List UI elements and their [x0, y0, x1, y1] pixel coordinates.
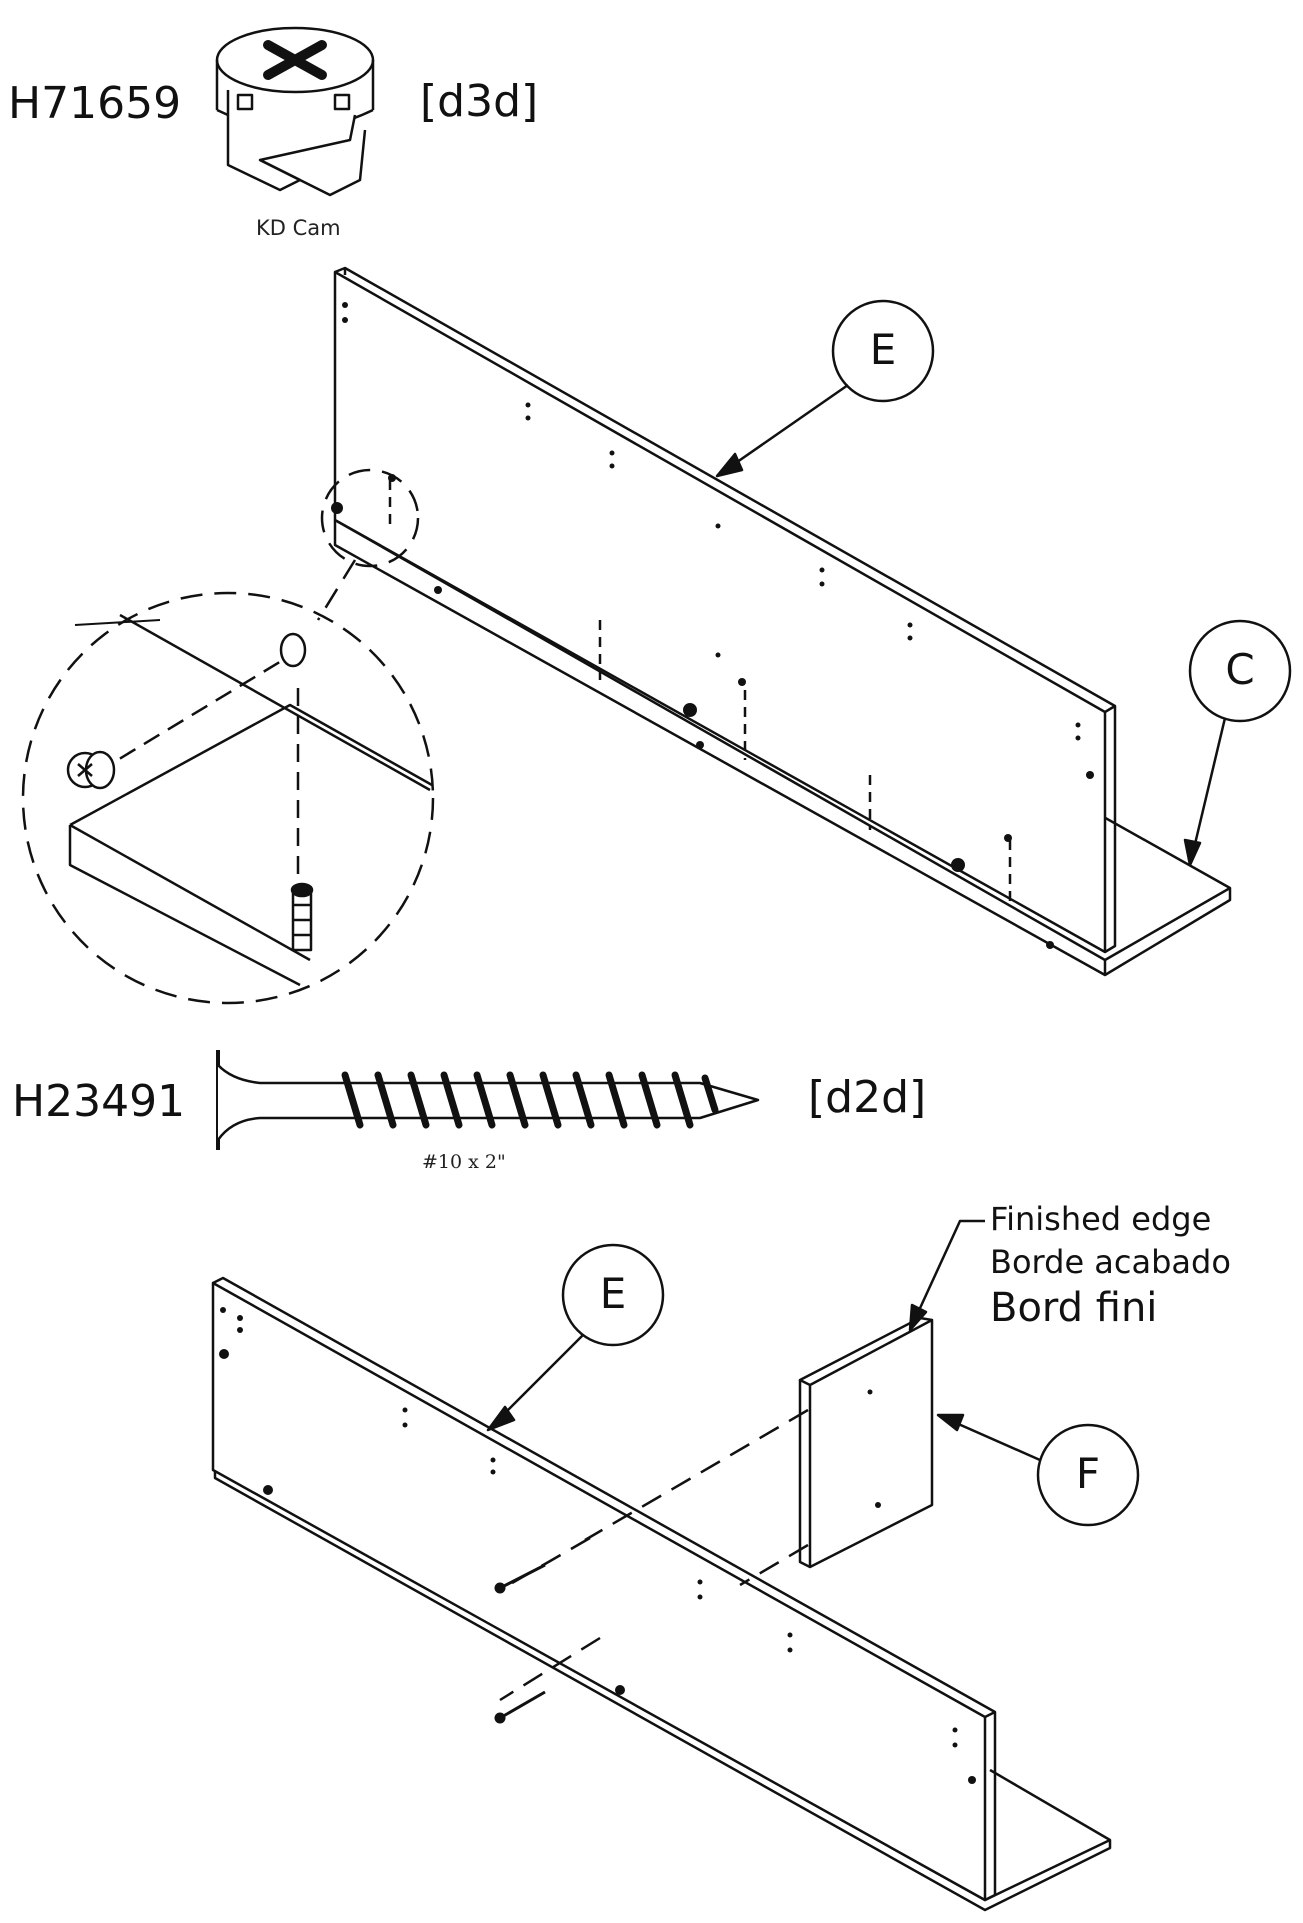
screw-caption: #10 x 2"	[422, 1151, 506, 1173]
top-panel-holes	[342, 302, 1094, 949]
callout-e-bottom: E	[599, 1269, 627, 1318]
finished-edge-en: Finished edge	[990, 1200, 1212, 1238]
screw-part-code: H23491	[12, 1076, 186, 1127]
kd-cam-illustration	[215, 26, 375, 197]
top-panel-e	[333, 266, 1117, 954]
bottom-panel-e	[211, 1276, 997, 1902]
finished-edge-fr: Bord fini	[990, 1285, 1158, 1331]
bottom-side-panel-f	[798, 1316, 934, 1569]
top-callout-leaders	[715, 299, 1292, 867]
cam-quantity-label: [d3d]	[420, 76, 539, 127]
callout-c-top: C	[1225, 645, 1255, 694]
bottom-screws	[494, 1563, 546, 1724]
screw-illustration	[216, 1050, 760, 1150]
callout-f-bottom: F	[1075, 1449, 1101, 1498]
cam-caption: KD Cam	[256, 216, 341, 240]
cam-part-code: H71659	[8, 78, 182, 129]
finished-edge-es: Borde acabado	[990, 1243, 1231, 1281]
screw-quantity-label: [d2d]	[808, 1072, 927, 1123]
detail-callout-circle	[21, 468, 435, 1005]
top-cam-marks	[331, 474, 1012, 872]
callout-e-top: E	[869, 325, 897, 374]
bottom-panel-holes	[219, 1307, 976, 1784]
top-dashed-connectors	[388, 480, 1012, 905]
bottom-callout-leaders	[486, 1219, 1140, 1527]
detail-panel-view	[66, 613, 433, 987]
